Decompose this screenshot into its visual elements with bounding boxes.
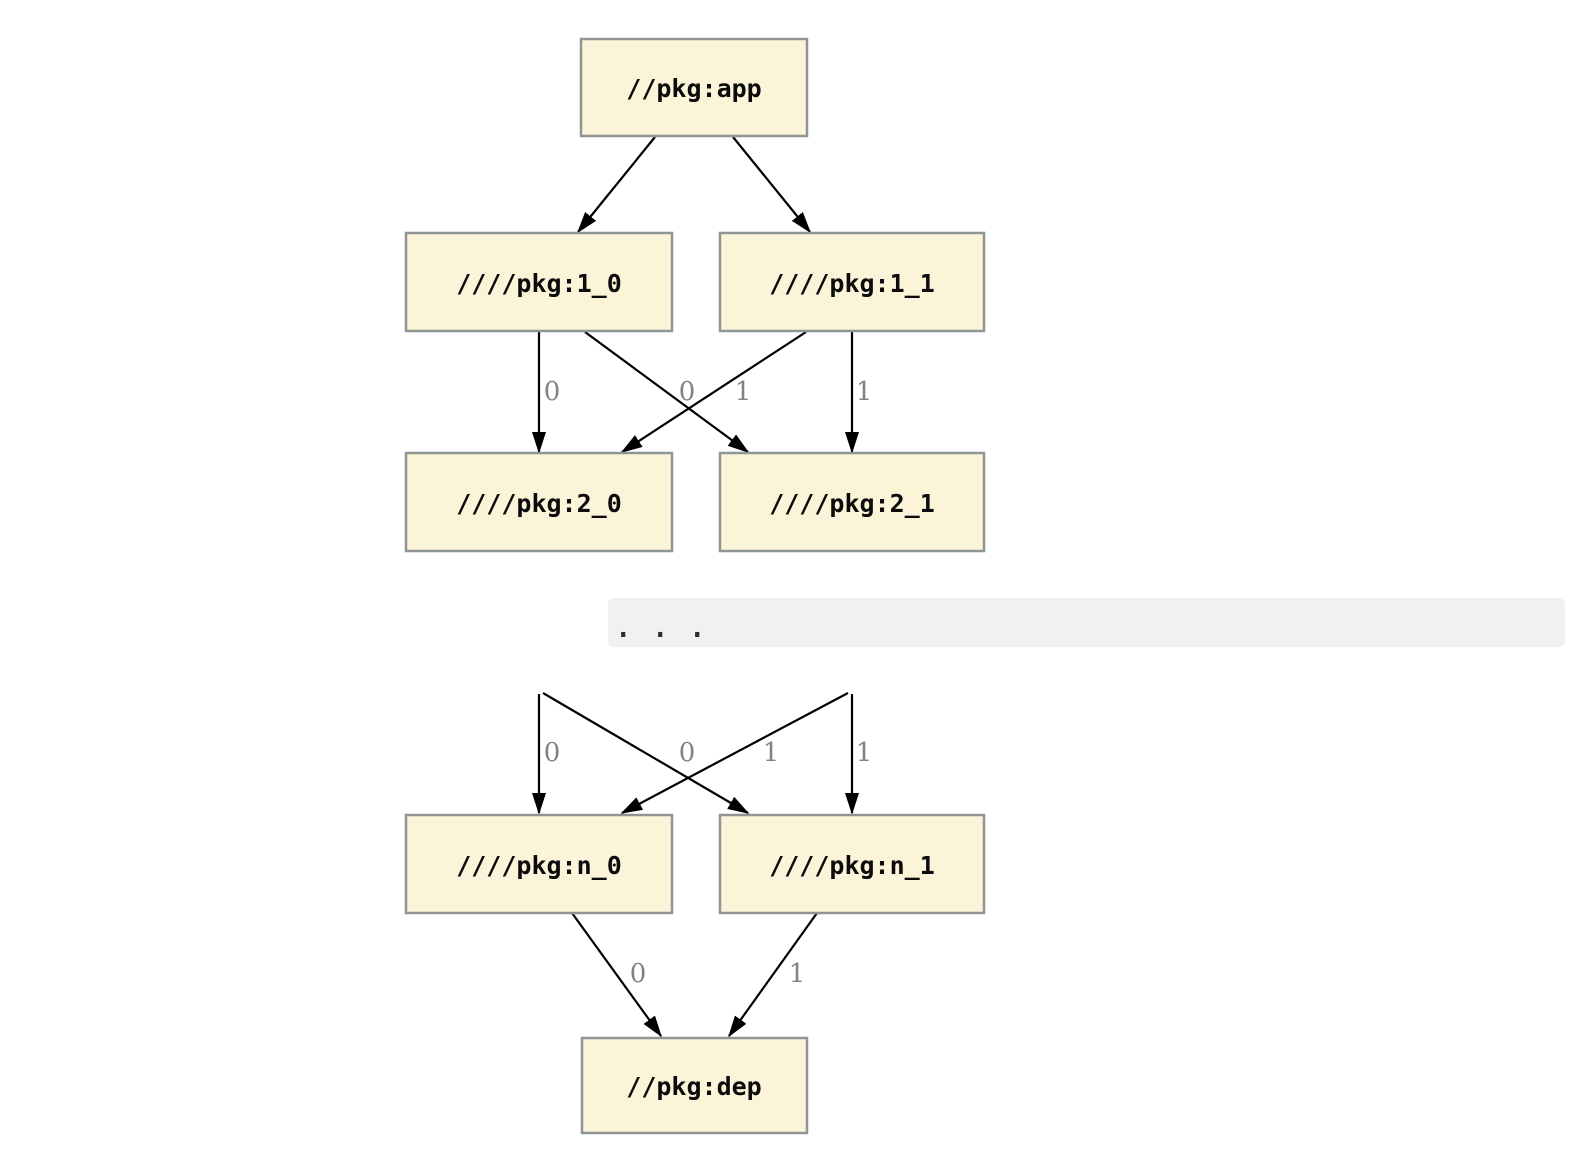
node-rect-1_0 xyxy=(404,231,674,333)
edge-n_1-to-dep xyxy=(729,912,818,1036)
edge-label: 1 xyxy=(789,959,806,989)
node-rect-1_1 xyxy=(718,231,986,333)
edge-app-to-1_1 xyxy=(732,136,810,232)
edge-label: 1 xyxy=(735,377,752,407)
graph-node-n_0: ////pkg:n_0 xyxy=(404,813,674,915)
edge-label: 1 xyxy=(856,377,873,407)
graph-node-2_1: ////pkg:2_1 xyxy=(718,451,986,553)
node-rect-n_0 xyxy=(404,813,674,915)
node-rect-n_1 xyxy=(718,813,986,915)
node-label-n_0: ////pkg:n_0 xyxy=(456,851,622,880)
edge-elided-to-n_0-diagonal xyxy=(622,692,849,814)
node-label-app: //pkg:app xyxy=(626,74,761,103)
edge-label: 0 xyxy=(630,959,647,989)
edge-label: 1 xyxy=(763,738,780,768)
node-rect-2_0 xyxy=(404,451,674,553)
edge-label: 0 xyxy=(679,377,696,407)
graph-node-2_0: ////pkg:2_0 xyxy=(404,451,674,553)
ellipsis-dots: ... xyxy=(613,606,724,646)
node-label-2_1: ////pkg:2_1 xyxy=(769,489,935,518)
edge-label: 0 xyxy=(544,377,561,407)
node-rect-dep xyxy=(580,1036,809,1135)
graph-node-1_1: ////pkg:1_1 xyxy=(718,231,986,333)
graph-node-dep: //pkg:dep xyxy=(580,1036,809,1135)
graph-node-n_1: ////pkg:n_1 xyxy=(718,813,986,915)
graph-node-app: //pkg:app xyxy=(579,37,809,138)
node-rect-app xyxy=(579,37,809,138)
edge-app-to-1_0 xyxy=(578,136,656,232)
graph-node-1_0: ////pkg:1_0 xyxy=(404,231,674,333)
edge-elided-to-n_1-diagonal xyxy=(542,692,748,814)
node-rect-2_1 xyxy=(718,451,986,553)
edge-n_0-to-dep xyxy=(571,912,661,1036)
node-label-1_0: ////pkg:1_0 xyxy=(456,269,622,298)
node-label-1_1: ////pkg:1_1 xyxy=(769,269,935,298)
node-label-dep: //pkg:dep xyxy=(626,1072,761,1101)
node-label-2_0: ////pkg:2_0 xyxy=(456,489,622,518)
edge-1_0-to-2_1 xyxy=(584,331,748,452)
edge-label: 1 xyxy=(856,738,873,768)
edge-label: 0 xyxy=(679,738,696,768)
ellipsis-bar xyxy=(608,598,1565,647)
edge-label: 0 xyxy=(544,738,561,768)
edge-1_1-to-2_0 xyxy=(622,331,807,453)
node-label-n_1: ////pkg:n_1 xyxy=(769,851,935,880)
